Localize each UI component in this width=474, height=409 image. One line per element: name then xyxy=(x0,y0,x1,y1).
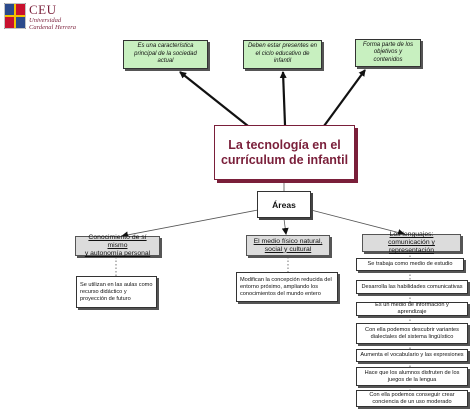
ceu-shield-icon xyxy=(4,3,26,29)
language-item-4: Con ella podemos descubrir variantes dia… xyxy=(356,323,468,344)
language-item-3: Es un medio de información y aprendizaje xyxy=(356,302,468,316)
category-autonomy-line1: Conocimiento de sí mismo xyxy=(88,234,147,249)
arrow-to-goal-2 xyxy=(279,71,287,126)
language-item-5: Aumenta el vocabulario y las expresiones xyxy=(356,349,468,362)
ceu-logo: CEU Universidad Cardenal Herrera xyxy=(4,2,88,34)
category-environment-line1: El medio físico natural, xyxy=(253,237,323,245)
arrow-to-goal-1 xyxy=(179,71,249,127)
arrow-to-category-1 xyxy=(121,209,259,239)
goal-box-2: Deben estar presentes en el ciclo educat… xyxy=(243,40,322,69)
central-title: La tecnología en el currículum de infant… xyxy=(214,125,355,180)
language-item-6: Hace que los alumnos disfruten de los ju… xyxy=(356,367,468,386)
goal-box-3: Forma parte de los objetivos y contenido… xyxy=(355,39,421,67)
language-item-7: Con ella podemos conseguir crear concien… xyxy=(356,390,468,407)
central-title-line2: currículum de infantil xyxy=(220,152,349,167)
logo-title: CEU xyxy=(29,2,57,17)
arrow-to-goal-3 xyxy=(323,69,366,127)
category-autonomy: Conocimiento de sí mismo y autonomía per… xyxy=(75,234,160,257)
category-environment: El medio físico natural, social y cultur… xyxy=(246,235,330,256)
logo-subtitle-line1: Universidad xyxy=(29,17,62,24)
arrow-to-category-2 xyxy=(281,218,289,235)
category-environment-line2: social y cultural xyxy=(264,245,312,253)
arrow-to-category-3 xyxy=(310,209,405,236)
areas-box: Áreas xyxy=(257,191,311,218)
logo-subtitle-line2: Cardenal Herrera xyxy=(29,24,77,31)
category-languages-line1: Los lenguajes: xyxy=(389,231,434,238)
category-languages: Los lenguajes: comunicación y representa… xyxy=(362,231,461,254)
language-item-1: Se trabaja como medio de estudio xyxy=(356,258,464,271)
central-title-line1: La tecnología en el xyxy=(228,137,341,152)
environment-description: Modifican la concepción reducida del ent… xyxy=(236,272,338,302)
language-item-2: Desarrolla las habilidades comunicativas xyxy=(356,280,468,294)
autonomy-description: Se utilizan en las aulas como recurso di… xyxy=(76,276,157,308)
category-autonomy-line2: y autonomía personal xyxy=(84,250,151,257)
goal-box-1: Es una característica principal de la so… xyxy=(123,40,208,69)
category-languages-line2: comunicación y representación xyxy=(388,239,435,254)
